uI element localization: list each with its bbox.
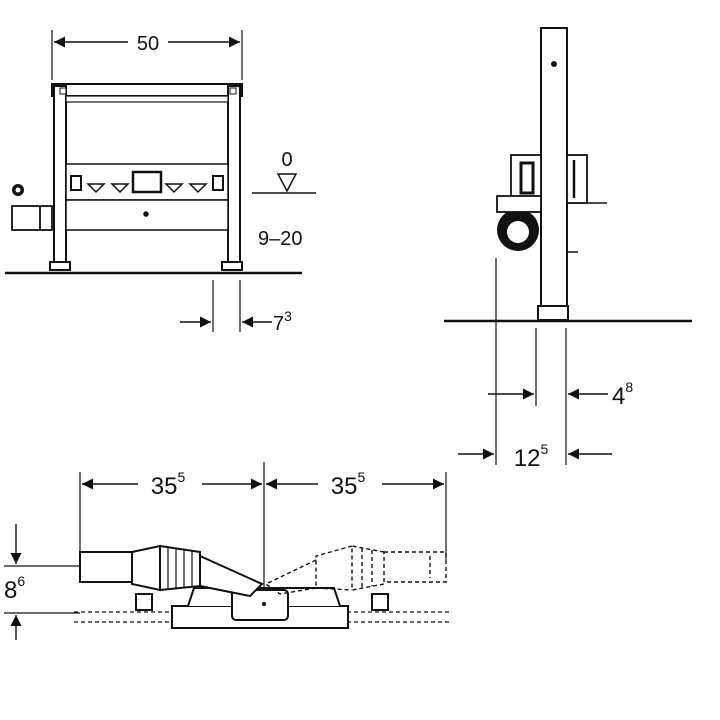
mounting-frame: [49, 83, 243, 271]
foot-offset-label: 73: [273, 308, 292, 335]
total-depth-label: 125: [514, 441, 549, 472]
inner-depth-label: 48: [612, 379, 633, 410]
plan-view: 355 355 86: [4, 462, 450, 640]
frame-details: [70, 170, 224, 217]
drain-elbow: [496, 195, 542, 251]
left-span-label: 355: [151, 469, 186, 500]
floor-level-triangle-icon: [276, 173, 298, 193]
drain-body: [135, 587, 389, 629]
width-dimension-label: 50: [137, 33, 159, 55]
floor-level-label: 0: [281, 149, 292, 171]
left-outlet-pipe: [79, 544, 264, 598]
front-view: 50: [5, 28, 316, 335]
drain-pipe-stub: [11, 184, 53, 231]
right-outlet-pipe-dashed: [264, 545, 447, 595]
height-range-label: 9–20: [258, 228, 303, 250]
right-span-label: 355: [331, 469, 366, 500]
side-frame: [510, 27, 607, 321]
height-label: 86: [4, 573, 25, 604]
side-view: 48 125: [444, 27, 692, 472]
